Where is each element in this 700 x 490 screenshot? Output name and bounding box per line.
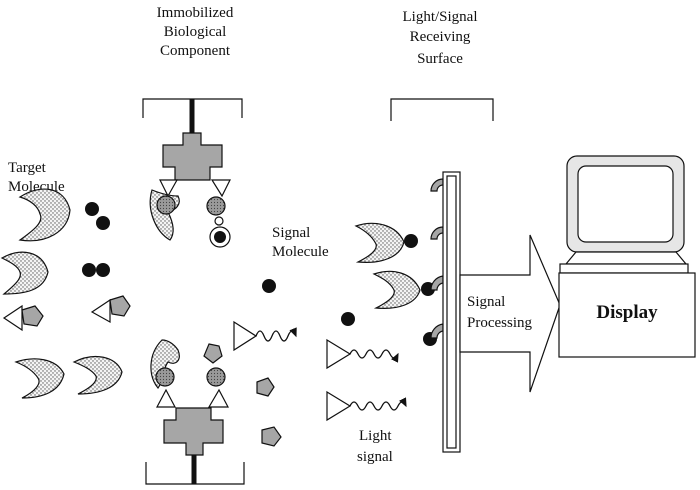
receiving-surface — [442, 171, 461, 453]
free-molecules — [256, 279, 355, 447]
pentagon-icon — [256, 377, 275, 397]
receptor-cup-icon — [430, 275, 444, 291]
light-signal-label: Light signal — [357, 428, 393, 465]
light-signals — [233, 320, 407, 422]
enzyme-shape-bottom — [163, 407, 224, 456]
svg-text:Processing: Processing — [467, 315, 532, 331]
light-triangle-icon — [326, 338, 352, 370]
boomerang-icon — [0, 251, 49, 295]
svg-text:signal: signal — [357, 449, 393, 465]
boomerang-icon — [72, 355, 123, 395]
surface-label: Light/Signal Receiving Surface — [403, 9, 478, 67]
boomerang-icon — [372, 270, 421, 309]
svg-text:Target: Target — [8, 160, 47, 176]
svg-text:Immobilized: Immobilized — [157, 5, 234, 21]
boomerang-icon — [14, 358, 65, 399]
receptor-cup-icon — [430, 226, 444, 240]
svg-text:Signal: Signal — [272, 225, 310, 241]
monitor-stand — [564, 251, 688, 265]
svg-text:Component: Component — [160, 43, 231, 59]
pentagon-icon — [21, 305, 44, 327]
immobilized-component-top — [149, 99, 231, 248]
display-label: Display — [596, 302, 658, 323]
bracket-surface — [390, 98, 494, 121]
pentagon-icon — [109, 295, 131, 317]
immobilized-label: Immobilized Biological Component — [157, 5, 234, 59]
computer-display: Display — [558, 155, 696, 358]
signal-processing-arrow: Signal Processing — [459, 234, 561, 393]
svg-text:Biological: Biological — [164, 24, 227, 40]
monitor-screen — [577, 165, 674, 243]
enzyme-shape-top — [162, 132, 223, 181]
receptor-cup-icon — [430, 323, 444, 339]
svg-text:Signal: Signal — [467, 294, 505, 310]
boomerang-icon — [18, 188, 71, 242]
signal-molecule-label: Signal Molecule — [272, 225, 329, 260]
triangle-icon — [90, 298, 111, 324]
svg-text:Surface: Surface — [417, 51, 463, 67]
receptor-cups — [430, 178, 444, 339]
svg-text:Receiving: Receiving — [410, 29, 471, 45]
pentagon-icon — [261, 426, 282, 447]
display-box — [558, 272, 696, 358]
receptor-cup-icon — [430, 178, 444, 192]
signal-molecules-bound — [354, 222, 437, 346]
target-molecules — [0, 188, 131, 399]
svg-text:Light/Signal: Light/Signal — [403, 9, 478, 25]
svg-text:Light: Light — [359, 428, 392, 444]
triangle-icon — [2, 304, 23, 332]
light-triangle-icon — [326, 390, 352, 422]
svg-text:Molecule: Molecule — [272, 244, 329, 260]
light-triangle-icon — [233, 320, 258, 352]
boomerang-icon — [354, 222, 405, 263]
immobilized-component-bottom — [150, 339, 229, 484]
